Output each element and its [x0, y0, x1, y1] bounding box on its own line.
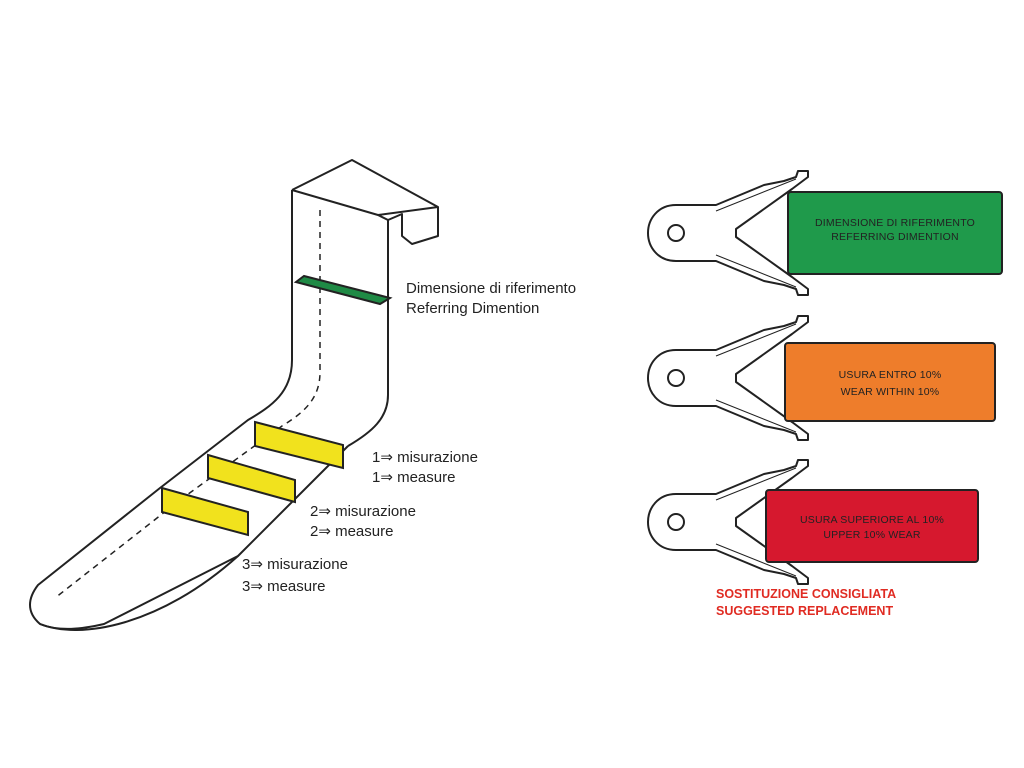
fork-hook: [291, 159, 439, 447]
measure-band-3: [161, 486, 249, 537]
measure-3-label-it: 3⇒ misurazione: [242, 556, 348, 573]
measure-1-label-it: 1⇒ misurazione: [372, 449, 478, 466]
reference-label-en: Referring Dimention: [406, 300, 539, 317]
caliper-3: USURA SUPERIORE AL 10% UPPER 10% WEAR: [647, 459, 979, 585]
fork-shank: [29, 190, 349, 630]
fork-blade-edge: [39, 555, 239, 631]
fork-centerline: [54, 210, 321, 599]
caliper-2: USURA ENTRO 10% WEAR WITHIN 10%: [647, 315, 996, 441]
gauge-tag-green: [787, 191, 1003, 275]
fork-drawing: [29, 159, 439, 631]
gauge-tag-red-line2: UPPER 10% WEAR: [823, 529, 921, 541]
measure-1-label-en: 1⇒ measure: [372, 469, 455, 486]
gauge-tag-orange-line2: WEAR WITHIN 10%: [841, 386, 940, 398]
measure-2-label-en: 2⇒ measure: [310, 523, 393, 540]
gauge-tag-orange: [784, 342, 996, 422]
gauge-tag-red-line1: USURA SUPERIORE AL 10%: [800, 514, 944, 526]
caliper-1-icon: [647, 170, 809, 296]
measure-band-2: [207, 453, 296, 504]
measure-bands: [161, 420, 344, 537]
measure-band-1: [254, 420, 344, 470]
replacement-warning-en: SUGGESTED REPLACEMENT: [716, 604, 893, 618]
reference-label-it: Dimensione di riferimento: [406, 280, 576, 297]
replacement-warning-it: SOSTITUZIONE CONSIGLIATA: [716, 587, 896, 601]
caliper-1: DIMENSIONE DI RIFERIMENTO REFERRING DIME…: [647, 170, 1003, 296]
reference-band: [293, 274, 393, 306]
gauge-tag-orange-line1: USURA ENTRO 10%: [839, 369, 942, 381]
gauge-tag-green-line2: REFERRING DIMENTION: [831, 231, 958, 243]
measure-2-label-it: 2⇒ misurazione: [310, 503, 416, 520]
gauge-tag-green-line1: DIMENSIONE DI RIFERIMENTO: [815, 217, 975, 229]
measure-3-label-en: 3⇒ measure: [242, 578, 325, 595]
gauge-tag-red: [765, 489, 979, 563]
